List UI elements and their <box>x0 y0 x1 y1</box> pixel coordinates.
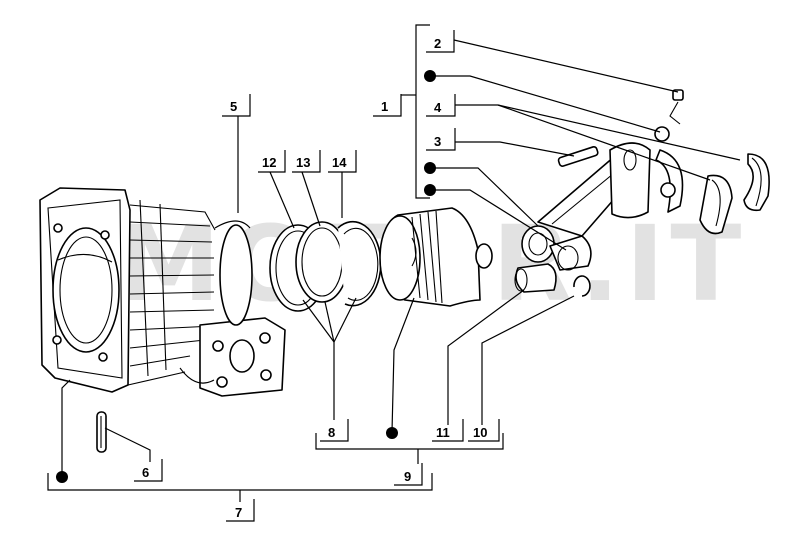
callout-lines <box>47 24 741 502</box>
rod-nut <box>669 89 684 125</box>
circlip <box>573 275 591 297</box>
callout-9: 9 <box>404 469 411 484</box>
bullet-marker <box>424 162 436 174</box>
callout-4: 4 <box>434 100 442 115</box>
connecting-rod <box>521 142 651 271</box>
callout-12: 12 <box>262 155 276 170</box>
callout-5: 5 <box>230 99 237 114</box>
callout-1: 1 <box>381 99 388 114</box>
piston-rings <box>269 220 382 312</box>
callout-10: 10 <box>473 425 487 440</box>
callout-11: 11 <box>436 425 450 440</box>
big-end-bearing-shells <box>699 153 770 235</box>
callout-6: 6 <box>142 465 149 480</box>
callout-2: 2 <box>434 36 441 51</box>
callout-8: 8 <box>328 425 335 440</box>
bullet-marker <box>424 70 436 82</box>
piston <box>379 207 493 307</box>
cylinder <box>39 187 286 397</box>
gudgeon-pin <box>514 263 557 293</box>
bullet-marker <box>424 184 436 196</box>
callout-7: 7 <box>235 505 242 520</box>
callout-3: 3 <box>434 134 441 149</box>
callout-14: 14 <box>332 155 347 170</box>
big-end-bearing-upper <box>654 126 684 213</box>
dowel-pin <box>96 411 107 453</box>
bullet-marker <box>386 427 398 439</box>
callout-frames <box>134 30 500 522</box>
callout-13: 13 <box>296 155 310 170</box>
bullet-marker <box>56 471 68 483</box>
rod-bolt <box>557 145 599 167</box>
